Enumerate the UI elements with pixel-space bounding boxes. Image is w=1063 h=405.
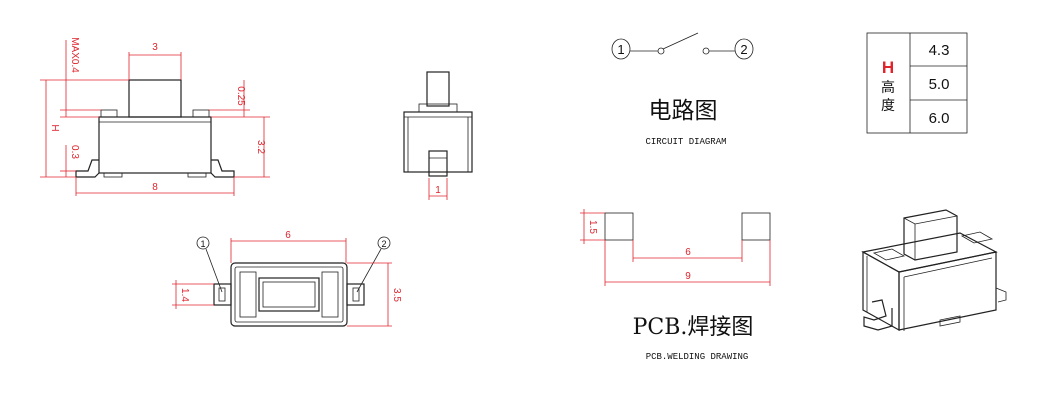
dim-03: 0.3 <box>69 145 80 159</box>
dim-top-width: 3 <box>152 42 158 53</box>
pcb-subtitle: PCB.WELDING DRAWING <box>646 352 749 362</box>
pcb-title: PCB.焊接图 <box>633 315 754 340</box>
height-value: 4.3 <box>929 42 950 59</box>
circuit-title: 电路图 <box>649 98 718 124</box>
dim-inner: 6 <box>685 247 691 258</box>
side-collar-right <box>192 109 210 118</box>
side-terminal-left <box>75 159 100 178</box>
height-label-2: 度 <box>881 98 895 114</box>
height-value: 6.0 <box>929 110 950 127</box>
dim-outer: 9 <box>685 271 691 282</box>
dim-pad: 1.4 <box>179 288 190 302</box>
iso-terminal-right <box>995 287 1007 303</box>
iso-body-front <box>898 251 997 331</box>
pin1-marker <box>196 236 210 250</box>
dim-pitch: 6 <box>285 230 291 241</box>
pcb-pad-left <box>604 212 634 241</box>
bottom-view: 1 2 6 1.4 3.5 <box>172 230 402 327</box>
dim-height: H <box>49 124 60 131</box>
dim-max: MAX0.4 <box>69 37 80 73</box>
bottom-terminal-right <box>346 283 365 306</box>
pin1-label: 1 <box>200 239 205 249</box>
end-terminal <box>428 150 448 177</box>
dim-width: 8 <box>152 182 158 193</box>
iso-terminal-left <box>863 299 893 331</box>
side-terminal-right <box>210 159 235 178</box>
side-view: 3 MAX0.4 H 0.3 0.25 3.2 8 <box>40 37 270 196</box>
svg-text:2: 2 <box>740 42 747 57</box>
height-value: 5.0 <box>929 76 950 93</box>
circuit-subtitle: CIRCUIT DIAGRAM <box>645 137 726 147</box>
bottom-terminal-left <box>213 283 232 306</box>
svg-text:1: 1 <box>617 42 624 57</box>
bottom-body <box>230 262 348 327</box>
dim-body: 3.5 <box>391 288 402 302</box>
end-body <box>403 111 473 173</box>
end-view: 1 <box>403 71 473 200</box>
dim-025: 0.25 <box>235 86 246 106</box>
dim-32: 3.2 <box>255 140 266 154</box>
height-label-1: 高 <box>881 79 895 96</box>
height-table: H 高 度 4.3 5.0 6.0 <box>866 32 968 134</box>
circuit-diagram: 1 2 电路图 CIRCUIT DIAGRAM <box>611 32 754 147</box>
height-table-frame <box>866 32 968 134</box>
circuit-pin2 <box>734 38 754 60</box>
dim-pad-h: 1.5 <box>587 220 598 234</box>
height-letter: H <box>882 58 894 77</box>
side-body <box>98 116 212 174</box>
isometric-view <box>861 209 1007 332</box>
dim-terminal: 1 <box>435 185 441 196</box>
end-plunger <box>426 71 450 107</box>
iso-plunger <box>903 209 958 261</box>
pcb-welding: 1.5 6 9 PCB.焊接图 PCB.WELDING DRAWING <box>580 209 771 362</box>
pin2-marker <box>377 236 391 250</box>
side-plunger <box>128 79 182 118</box>
pin2-label: 2 <box>381 239 386 249</box>
side-collar-left <box>100 109 118 118</box>
switch-contact <box>662 32 699 50</box>
circuit-pin1 <box>611 38 631 60</box>
bottom-button-window <box>258 277 320 312</box>
pcb-pad-right <box>741 212 771 241</box>
